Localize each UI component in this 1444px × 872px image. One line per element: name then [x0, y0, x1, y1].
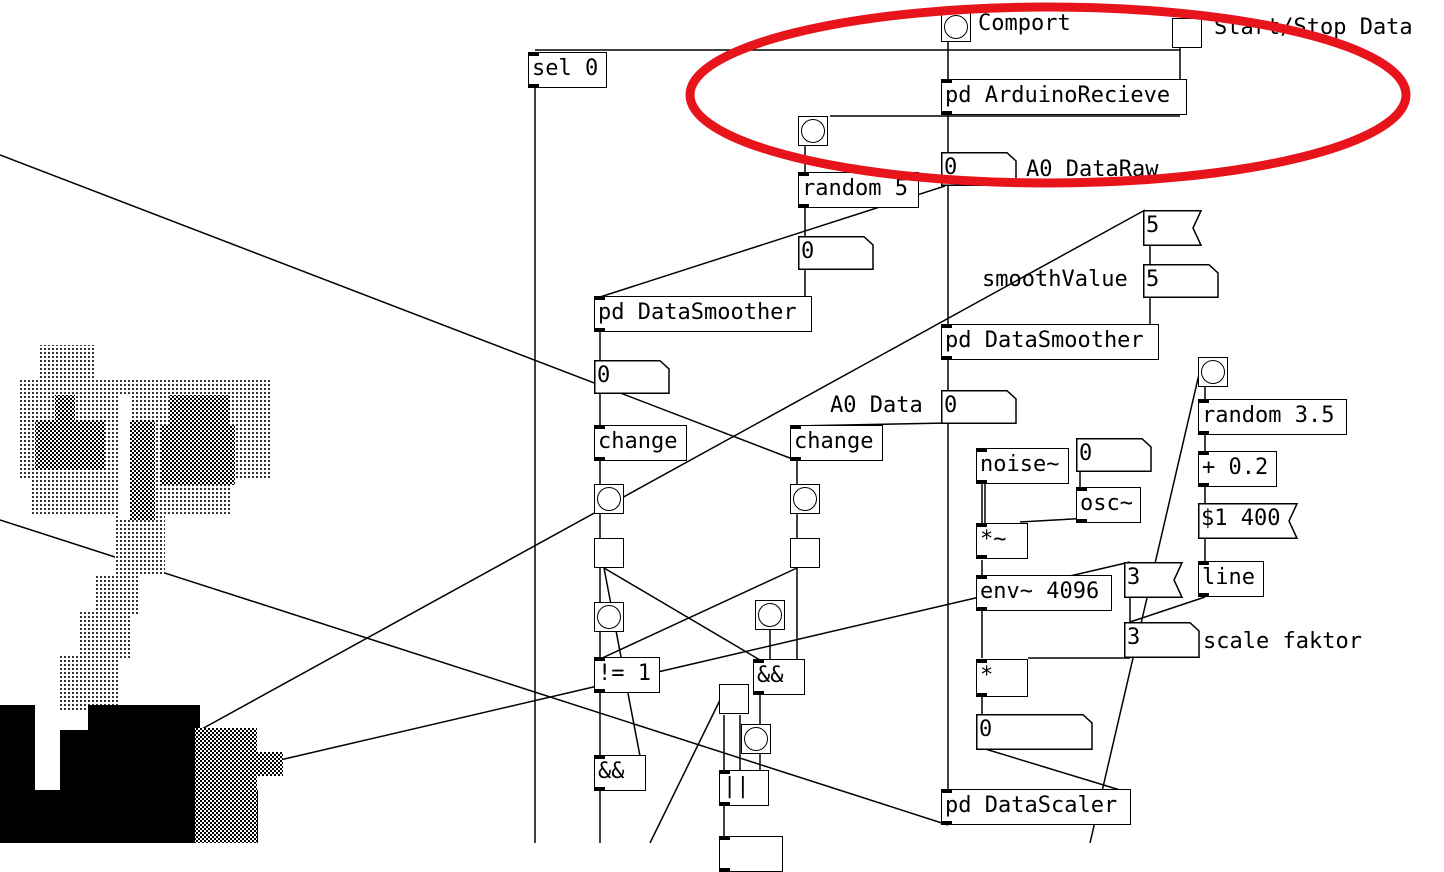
change-right-object[interactable]: change	[790, 425, 883, 461]
a0-data-number-box[interactable]: 0	[941, 390, 1017, 424]
comport-label: Comport	[978, 11, 1071, 36]
change-left-object[interactable]: change	[594, 425, 687, 461]
times-object[interactable]: *	[976, 659, 1028, 697]
env-factor-message-box[interactable]: 3	[1124, 562, 1184, 598]
start-stop-toggle[interactable]	[1172, 18, 1202, 48]
and-bang[interactable]	[755, 600, 785, 630]
right-toggle[interactable]	[790, 538, 820, 568]
not-equal-object[interactable]: != 1	[594, 657, 660, 693]
smooth-value-label: smoothValue	[982, 267, 1128, 292]
a0-raw-number-box[interactable]: 0	[941, 152, 1017, 186]
patch-cords	[0, 40, 1206, 843]
and-left-object[interactable]: &&	[594, 755, 646, 791]
random5-object[interactable]: random 5	[798, 172, 919, 208]
datasmoother-left-object[interactable]: pd DataSmoother	[594, 296, 812, 332]
random35-bang[interactable]	[1198, 357, 1228, 387]
arduino-recieve-object[interactable]: pd ArduinoRecieve	[941, 79, 1187, 115]
a0-data-raw-label: A0 DataRaw	[1026, 157, 1159, 182]
osc-object[interactable]: osc~	[1076, 487, 1141, 523]
osc-freq-number-box[interactable]: 0	[1076, 438, 1152, 472]
sel-object[interactable]: sel 0	[528, 52, 607, 88]
comport-bang[interactable]	[941, 12, 971, 42]
scale-number-box[interactable]: 3	[1124, 622, 1200, 658]
left-toggle[interactable]	[594, 538, 624, 568]
random35-object[interactable]: random 3.5	[1198, 399, 1347, 435]
or-input-toggle[interactable]	[719, 684, 749, 714]
random-number-box[interactable]: 0	[798, 236, 874, 270]
scale-faktor-label: scale faktor	[1203, 629, 1362, 654]
times-tilde-object[interactable]: *~	[976, 523, 1028, 559]
smoother-number-box[interactable]: 0	[594, 360, 670, 394]
a0-data-label: A0 Data	[830, 393, 923, 418]
smooth-value-number-box[interactable]: 5	[1143, 264, 1219, 298]
random-bang[interactable]	[798, 116, 828, 146]
not-equal-bang[interactable]	[594, 602, 624, 632]
cut-off-object[interactable]	[719, 836, 783, 872]
datascaler-object[interactable]: pd DataScaler	[941, 789, 1131, 825]
plus-object[interactable]: + 0.2	[1198, 451, 1277, 487]
times-output-number-box[interactable]: 0	[976, 714, 1093, 750]
line-message-box[interactable]: $1 400	[1198, 503, 1299, 539]
line-object[interactable]: line	[1198, 561, 1264, 597]
or-object[interactable]: ||	[719, 770, 769, 806]
datasmoother-right-object[interactable]: pd DataSmoother	[941, 324, 1159, 360]
noise-object[interactable]: noise~	[976, 448, 1069, 484]
or-bang[interactable]	[741, 724, 771, 754]
change-right-bang[interactable]	[790, 484, 820, 514]
and-mid-object[interactable]: &&	[753, 659, 805, 695]
change-left-bang[interactable]	[594, 484, 624, 514]
start-stop-label: Start/Stop Data	[1214, 15, 1413, 40]
env-object[interactable]: env~ 4096	[976, 575, 1112, 611]
smooth-message-box[interactable]: 5	[1143, 210, 1203, 246]
